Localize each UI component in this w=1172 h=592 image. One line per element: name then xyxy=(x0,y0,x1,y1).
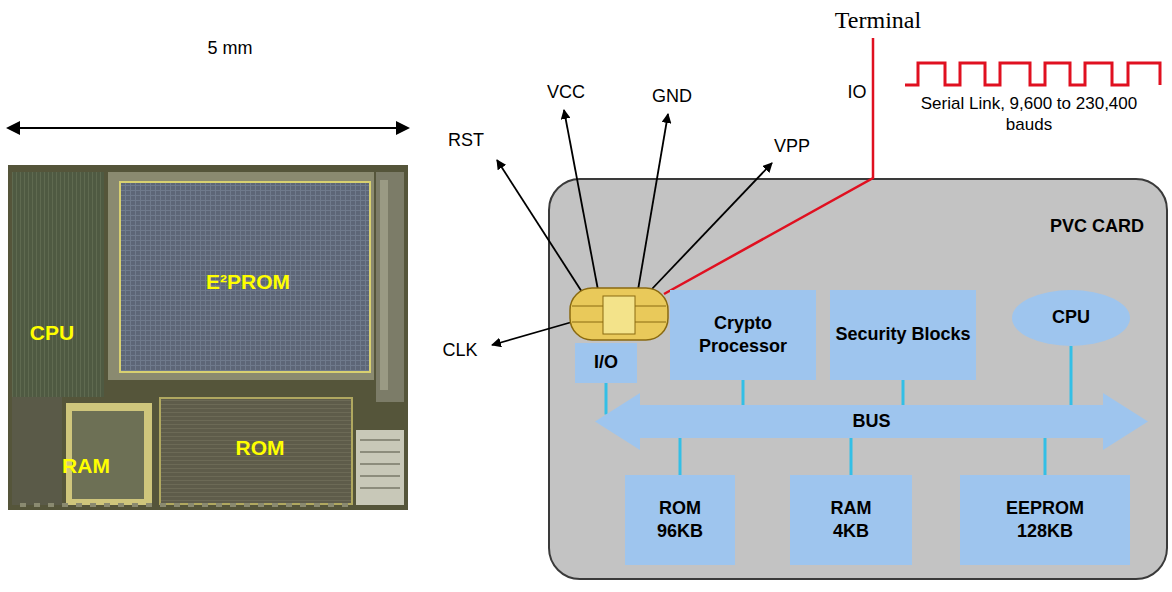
chip-contacts xyxy=(570,288,668,340)
card-body: PVC CARD I/O Crypto Processor Security Bloc… xyxy=(548,178,1168,580)
io-line xyxy=(664,38,873,294)
die-region-label: ROM xyxy=(236,435,285,461)
dimension-label: 5 mm xyxy=(208,37,253,60)
bus-connector xyxy=(605,383,608,415)
pin-name: IO xyxy=(847,81,866,104)
die-photo xyxy=(8,165,408,510)
block-label: EEPROM 128KB xyxy=(1006,497,1084,544)
block-label: BUS xyxy=(852,410,890,433)
io-block: I/O xyxy=(575,343,637,383)
die-region-label: E²PROM xyxy=(206,269,290,295)
pin-name: VPP xyxy=(774,135,810,158)
dimension-arrow xyxy=(6,121,410,135)
serial-link-note: Serial Link, 9,600 to 230,400 bauds xyxy=(913,93,1145,136)
pin-name: CLK xyxy=(442,339,477,362)
terminal-label: Terminal xyxy=(835,5,921,35)
ram-block: RAM 4KB xyxy=(790,475,912,565)
eeprom-block: EEPROM 128KB xyxy=(960,475,1130,565)
block-label: ROM 96KB xyxy=(657,497,703,544)
die-region-label: CPU xyxy=(30,320,74,346)
block-label: Security Blocks xyxy=(835,323,970,346)
bus-arrow: BUS xyxy=(595,393,1148,450)
block-label: Crypto Processor xyxy=(670,312,816,359)
die-region-label: RAM xyxy=(62,453,110,479)
block-label: RAM 4KB xyxy=(831,497,872,544)
pin-name: GND xyxy=(652,85,692,108)
bus-connector xyxy=(742,380,745,405)
bus-connector xyxy=(1044,438,1047,475)
block-label: I/O xyxy=(594,351,618,374)
security-block: Security Blocks xyxy=(830,290,976,380)
bus-connector xyxy=(850,438,853,475)
rom-block: ROM 96KB xyxy=(625,475,735,565)
bus-connector xyxy=(902,380,905,405)
card-title: PVC CARD xyxy=(1050,216,1144,237)
pin-name: RST xyxy=(448,129,484,152)
bus-connector xyxy=(1070,346,1073,405)
bus-connector xyxy=(679,438,682,475)
pin-name: VCC xyxy=(547,81,585,104)
cpu-ellipse: CPU xyxy=(1012,290,1130,346)
crypto-block: Crypto Processor xyxy=(670,290,816,380)
square-wave xyxy=(905,63,1160,85)
block-label: CPU xyxy=(1052,306,1090,329)
